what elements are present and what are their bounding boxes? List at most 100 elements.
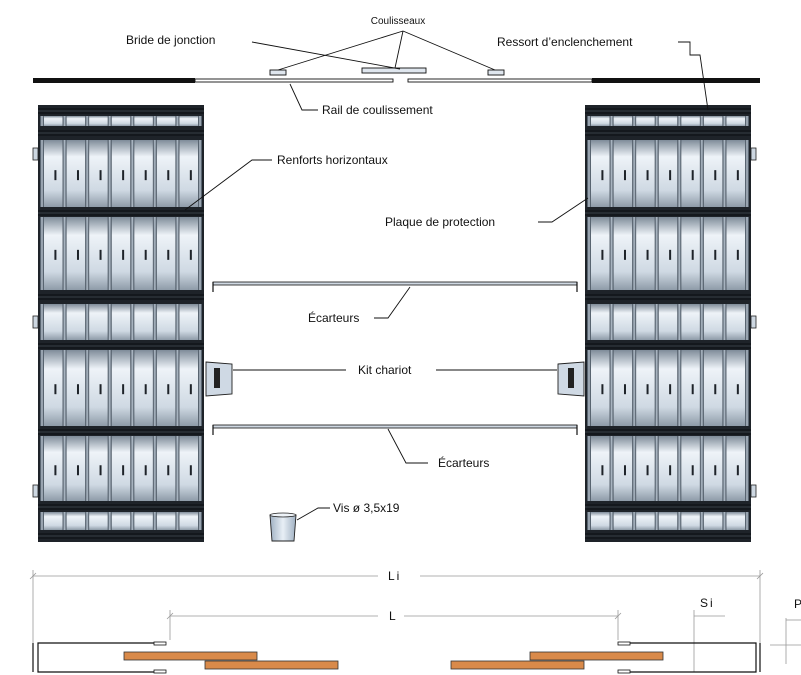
side-tab: [32, 484, 39, 498]
panel-clip: [736, 465, 739, 476]
panel-vertical-slat: [654, 436, 659, 501]
panel-vertical-slat: [198, 436, 202, 501]
panel-clip: [714, 170, 717, 181]
panel-clip: [122, 249, 125, 260]
panel-vertical-slat: [130, 512, 135, 530]
panel-vertical-slat: [745, 350, 749, 426]
panel-bay: [42, 436, 200, 501]
panel-vertical-slat: [699, 304, 704, 340]
panel-vertical-slat: [85, 304, 90, 340]
panel-vertical-slat: [722, 217, 727, 290]
panel-clip: [714, 249, 717, 260]
door-panel-right: [585, 105, 757, 542]
panel-clip: [122, 170, 125, 181]
panel-clip: [646, 249, 649, 260]
panel-vertical-slat: [62, 304, 67, 340]
side-tab: [750, 147, 757, 161]
panel-vertical-slat: [699, 512, 704, 530]
panel-vertical-slat: [632, 512, 637, 530]
panel-vertical-slat: [632, 116, 637, 126]
panel-clip: [144, 170, 147, 181]
panel-vertical-slat: [609, 304, 614, 340]
panel-bay: [42, 304, 200, 340]
panel-vertical-slat: [107, 304, 112, 340]
panel-vertical-slat: [40, 436, 44, 501]
panel-clip: [54, 384, 57, 395]
panel-vertical-slat: [152, 304, 157, 340]
label-rail: Rail de coulissement: [322, 103, 433, 117]
panel-vertical-slat: [40, 116, 44, 126]
panel-vertical-slat: [745, 436, 749, 501]
panel-vertical-slat: [609, 140, 614, 207]
panel-vertical-slat: [745, 217, 749, 290]
side-tab: [750, 315, 757, 329]
panel-clip: [167, 170, 170, 181]
panel-vertical-slat: [62, 436, 67, 501]
door-panel-left: [32, 105, 204, 542]
panel-vertical-slat: [677, 140, 682, 207]
panel-clip: [54, 170, 57, 181]
panel-vertical-slat: [722, 304, 727, 340]
panel-clip: [691, 170, 694, 181]
panel-vertical-slat: [175, 304, 180, 340]
panel-vertical-slat: [654, 350, 659, 426]
panel-vertical-slat: [722, 116, 727, 126]
panel-vertical-slat: [107, 512, 112, 530]
panel-vertical-slat: [654, 217, 659, 290]
panel-vertical-slat: [175, 512, 180, 530]
panel-clip: [76, 170, 79, 181]
panel-bay: [589, 140, 747, 207]
panel-clip: [99, 465, 102, 476]
panel-clip: [167, 465, 170, 476]
panel-clip: [691, 465, 694, 476]
panel-vertical-slat: [40, 140, 44, 207]
section-view: Li L Si P: [29, 569, 801, 674]
panel-vertical-slat: [62, 512, 67, 530]
panel-clip: [99, 384, 102, 395]
panel-bay: [589, 304, 747, 340]
panel-vertical-slat: [175, 436, 180, 501]
panel-vertical-slat: [85, 350, 90, 426]
panel-clip: [646, 170, 649, 181]
panel-bay: [589, 350, 747, 426]
panel-clip: [99, 249, 102, 260]
panel-vertical-slat: [152, 217, 157, 290]
spacer-bottom: [212, 424, 578, 435]
panel-vertical-slat: [587, 436, 591, 501]
panel-vertical-slat: [40, 217, 44, 290]
panel-vertical-slat: [62, 140, 67, 207]
panel-vertical-slat: [85, 217, 90, 290]
panel-vertical-slat: [699, 436, 704, 501]
wall-profile-left: [37, 642, 160, 673]
panel-clip: [601, 170, 604, 181]
panel-clip: [669, 249, 672, 260]
panel-vertical-slat: [722, 140, 727, 207]
panel-clip: [167, 384, 170, 395]
spacer-top: [212, 281, 578, 292]
side-tab: [32, 315, 39, 329]
label-ecarteurs-top: Écarteurs: [308, 310, 359, 325]
wall-profile-right: [622, 642, 757, 673]
panel-vertical-slat: [107, 116, 112, 126]
panel-vertical-slat: [130, 217, 135, 290]
panel-vertical-slat: [609, 116, 614, 126]
panel-vertical-slat: [677, 512, 682, 530]
panel-vertical-slat: [107, 140, 112, 207]
rail-left-bar: [33, 78, 195, 83]
panel-clip: [144, 249, 147, 260]
panel-clip: [736, 170, 739, 181]
panel-clip: [122, 384, 125, 395]
panel-clip: [189, 249, 192, 260]
panel-clip: [714, 465, 717, 476]
panel-clip: [623, 170, 626, 181]
panel-clip: [601, 465, 604, 476]
door-leaf-right-front: [529, 651, 664, 661]
panel-vertical-slat: [587, 140, 591, 207]
leader-lines: [184, 30, 709, 521]
panel-vertical-slat: [130, 436, 135, 501]
panel-vertical-slat: [654, 304, 659, 340]
panel-clip: [646, 465, 649, 476]
panel-clip: [144, 384, 147, 395]
panel-clip: [714, 384, 717, 395]
panel-vertical-slat: [699, 350, 704, 426]
